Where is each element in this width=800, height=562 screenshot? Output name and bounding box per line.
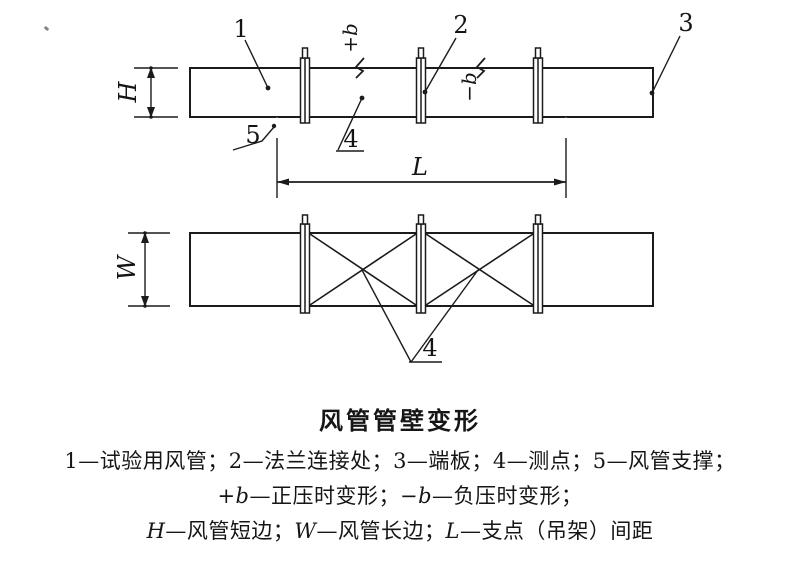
- legend-line-1-text: 1—试验用风管；2—法兰连接处；3—端板；4—测点；5—风管支撑；: [64, 449, 736, 473]
- legend-positive-b: +b: [217, 484, 250, 508]
- positive-deformation-label: +b: [338, 23, 362, 53]
- legend-line-2: +b—正压时变形；−b—负压时变形；: [0, 479, 800, 514]
- caption-block: 风管管壁变形 1—试验用风管；2—法兰连接处；3—端板；4—测点；5—风管支撑；…: [0, 401, 800, 549]
- legend-l: L: [445, 519, 460, 543]
- flange-joints-top-view: [299, 47, 544, 124]
- negative-deformation-label: −b: [457, 72, 481, 102]
- legend-positive-b-text: —正压时变形；: [249, 484, 400, 508]
- part-label-4-bottom: 4: [422, 334, 438, 362]
- duct-diagram-svg: [128, 35, 681, 363]
- part-label-1: 1: [233, 15, 249, 43]
- dimension-h: [134, 66, 178, 119]
- legend-line-1: 1—试验用风管；2—法兰连接处；3—端板；4—测点；5—风管支撑；: [0, 444, 800, 479]
- legend-negative-b: −b: [400, 484, 433, 508]
- leader-lines-top-view: [232, 35, 681, 152]
- figure-title: 风管管壁变形: [319, 406, 481, 435]
- measuring-diagonals: [309, 233, 534, 306]
- bottom-view: [128, 214, 654, 363]
- legend-w: W: [294, 519, 317, 543]
- deformation-marks: [354, 57, 486, 79]
- dimension-l: [276, 138, 567, 198]
- legend-h-text: —风管短边；: [165, 519, 295, 543]
- dim-label-w: W: [113, 255, 141, 281]
- part-label-3: 3: [678, 9, 694, 37]
- part-label-4-top: 4: [343, 125, 359, 153]
- flange-joints-bottom-view: [299, 214, 544, 314]
- legend-line-3: H—风管短边；W—风管长边；L—支点（吊架）间距: [0, 514, 800, 549]
- legend-negative-b-text: —负压时变形；: [432, 484, 583, 508]
- legend-h: H: [146, 519, 166, 543]
- leader-lines-bottom-view: [361, 269, 479, 363]
- part-label-2: 2: [453, 11, 469, 39]
- dim-label-l: L: [412, 153, 428, 181]
- legend-w-text: —风管长边；: [316, 519, 446, 543]
- dim-label-h: H: [114, 81, 142, 103]
- part-label-5: 5: [245, 121, 261, 149]
- legend-l-text: —支点（吊架）间距: [459, 519, 654, 543]
- top-view: [134, 35, 681, 198]
- dimension-w: [128, 231, 170, 308]
